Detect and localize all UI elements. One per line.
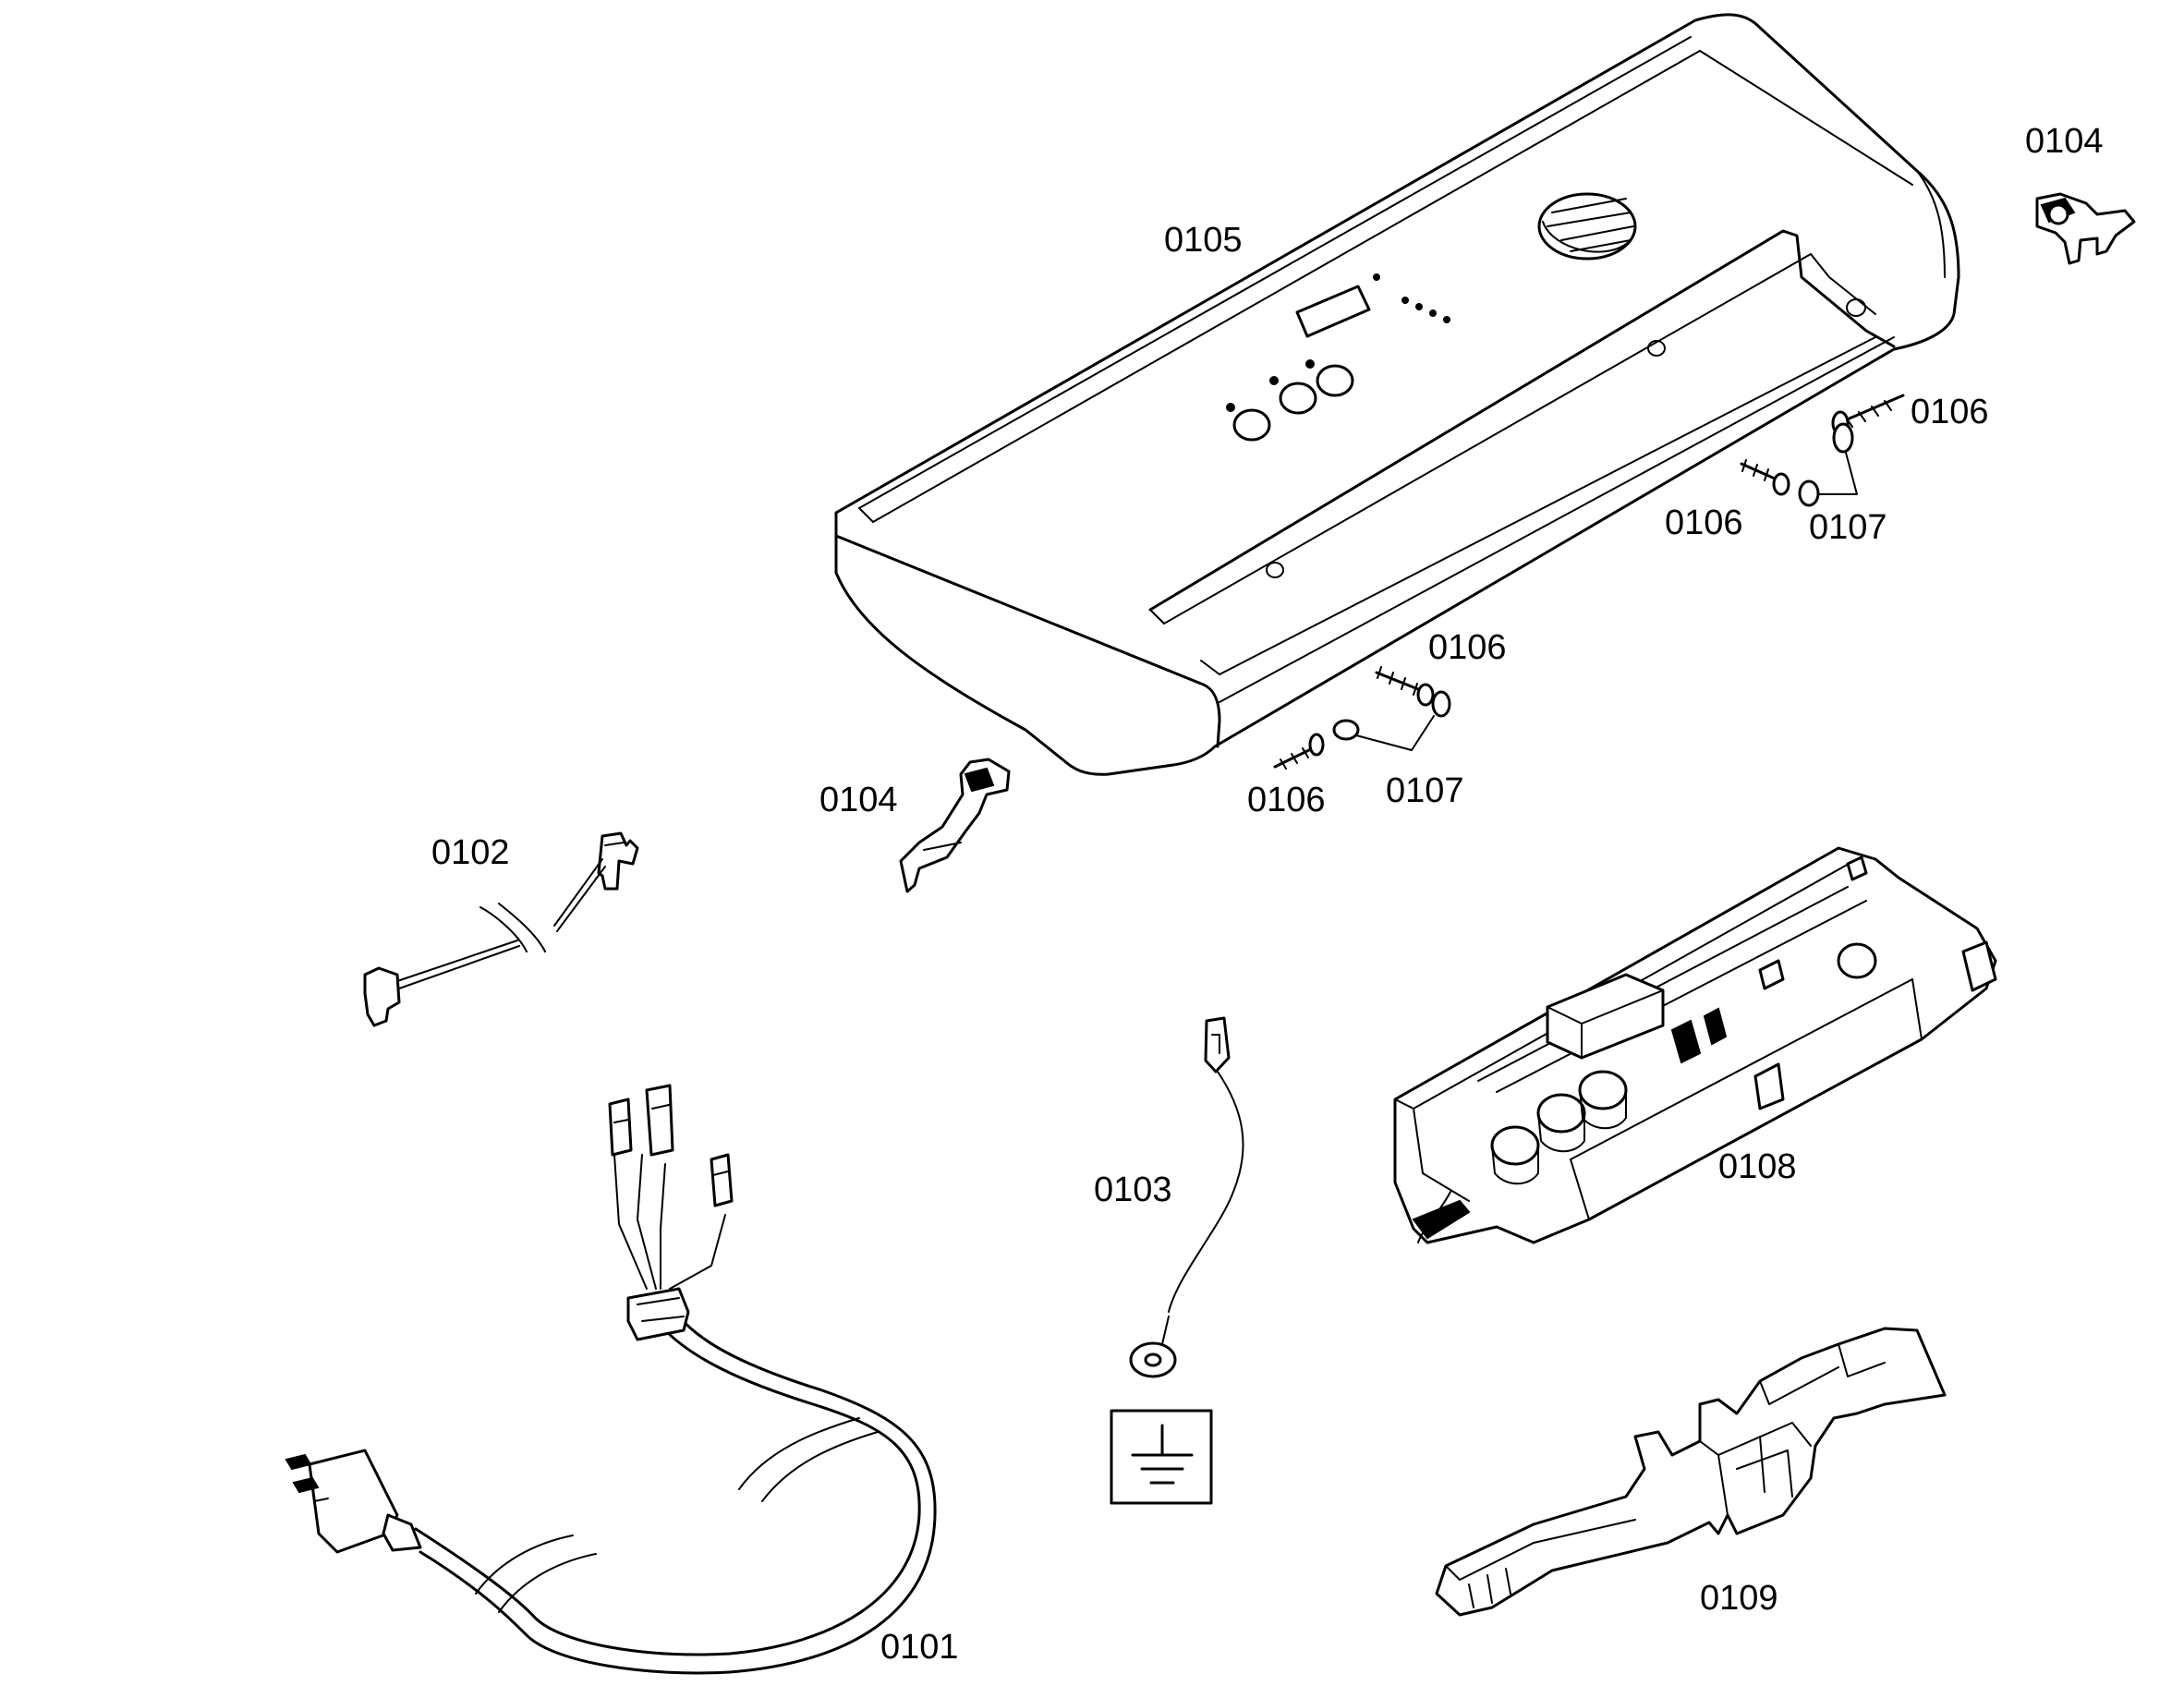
label-0107-b: 0107	[1386, 771, 1464, 810]
control-knob	[1537, 192, 1637, 261]
wire-harness-0102[interactable]	[363, 831, 639, 1027]
power-cord-0101[interactable]	[285, 1084, 937, 1675]
label-0105: 0105	[1164, 221, 1243, 260]
label-0106-c: 0106	[1428, 628, 1507, 667]
ground-symbol-icon	[1110, 1409, 1213, 1505]
label-0104-left: 0104	[819, 781, 898, 819]
ground-wire-0103[interactable]	[1129, 1016, 1244, 1378]
screw-0106-b[interactable]	[1740, 459, 1790, 496]
label-0102: 0102	[431, 833, 510, 872]
label-0108: 0108	[1718, 1147, 1797, 1186]
label-0106-a: 0106	[1911, 393, 1989, 431]
screw-0106-c[interactable]	[1375, 666, 1435, 707]
label-0101: 0101	[880, 1628, 959, 1667]
label-0106-b: 0106	[1665, 503, 1743, 542]
label-0109: 0109	[1700, 1579, 1778, 1618]
bracket-0109[interactable]	[1435, 1327, 1947, 1617]
callout-labels: 0105 0104 0106 0106 0107 0106 0106 0107 …	[431, 122, 2104, 1667]
washer-0107-b[interactable]	[1332, 690, 1451, 751]
label-0106-d: 0106	[1247, 781, 1326, 819]
bracket-0104-left[interactable]	[899, 758, 1011, 893]
bracket-0104-top[interactable]	[2035, 192, 2136, 265]
label-0107-a: 0107	[1809, 508, 1887, 547]
washer-0107-a[interactable]	[1798, 422, 1858, 507]
display-window	[1295, 285, 1371, 338]
label-0104-top: 0104	[2025, 122, 2104, 161]
label-0103: 0103	[1094, 1170, 1172, 1209]
control-board-0108[interactable]	[1393, 846, 1997, 1244]
control-panel-0105[interactable]	[834, 13, 1960, 776]
screw-0106-d[interactable]	[1273, 733, 1325, 770]
